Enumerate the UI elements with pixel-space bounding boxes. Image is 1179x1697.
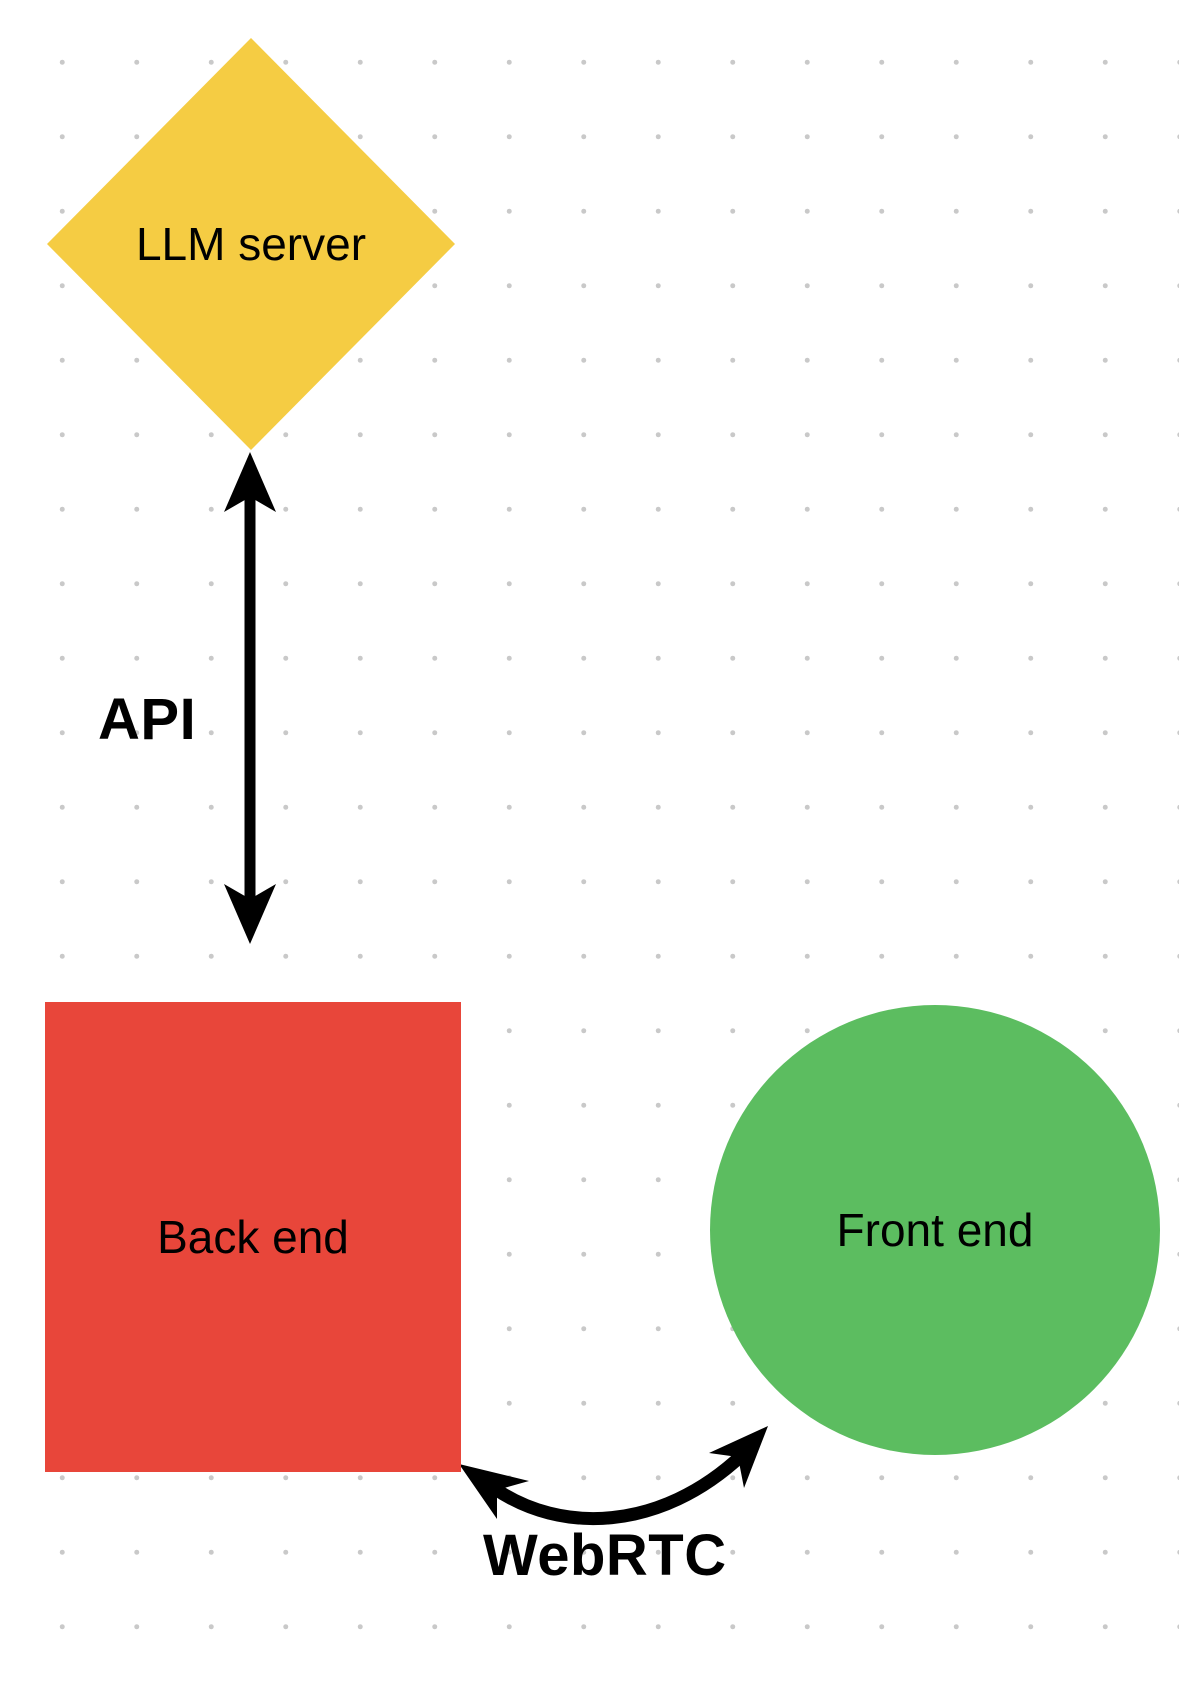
node-front-end[interactable]: Front end [710, 1005, 1160, 1455]
node-front-end-label: Front end [836, 1204, 1034, 1256]
node-llm-server[interactable]: LLM server [47, 38, 455, 450]
edge-webrtc[interactable] [459, 1426, 768, 1526]
arrowhead-right-icon [709, 1426, 768, 1488]
arrowhead-up-icon [224, 452, 276, 512]
node-back-end-label: Back end [157, 1211, 349, 1263]
node-back-end[interactable]: Back end [45, 1002, 461, 1472]
edge-webrtc-curve [490, 1450, 747, 1526]
edge-label-api: API [98, 687, 197, 752]
edge-api[interactable] [224, 452, 276, 944]
edge-label-webrtc: WebRTC [483, 1523, 727, 1588]
arrowhead-left-icon [459, 1464, 529, 1519]
arrowhead-down-icon [224, 884, 276, 944]
diamond-shape [47, 38, 455, 450]
